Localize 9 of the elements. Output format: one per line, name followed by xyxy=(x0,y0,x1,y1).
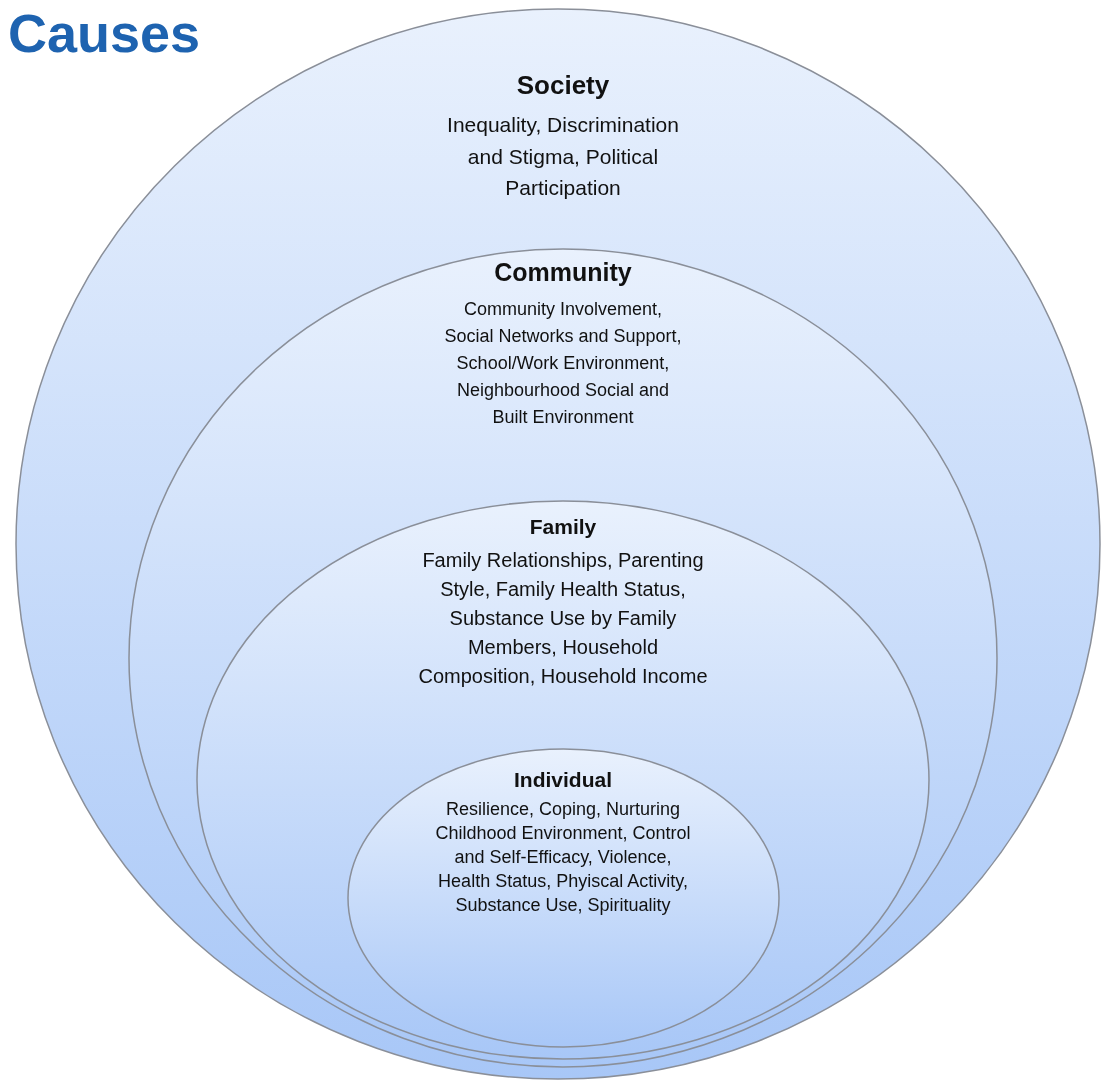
level-description: Inequality, Discrimination and Stigma, Political Participation xyxy=(446,112,680,201)
level-description: Family Relationships, Parenting Style, Family Health Status, Substance Use by Family Members, Household Composition, Household Income xyxy=(418,548,708,690)
level-description: Community Involvement, Social Networks and Support, School/Work Environment, Neighbourhood Social and Built Environment xyxy=(443,297,683,429)
title: Causes xyxy=(8,2,201,65)
level-heading: Family xyxy=(529,514,597,540)
level-heading: Individual xyxy=(514,767,612,793)
level-heading: Society xyxy=(516,69,610,102)
level-description: Resilience, Coping, Nurturing Childhood Environment, Control and Self-Efficacy, Violence, Health Status, Phyiscal Activity, Substance Use, Spirituality xyxy=(434,797,692,917)
level-heading: Community xyxy=(494,257,632,288)
